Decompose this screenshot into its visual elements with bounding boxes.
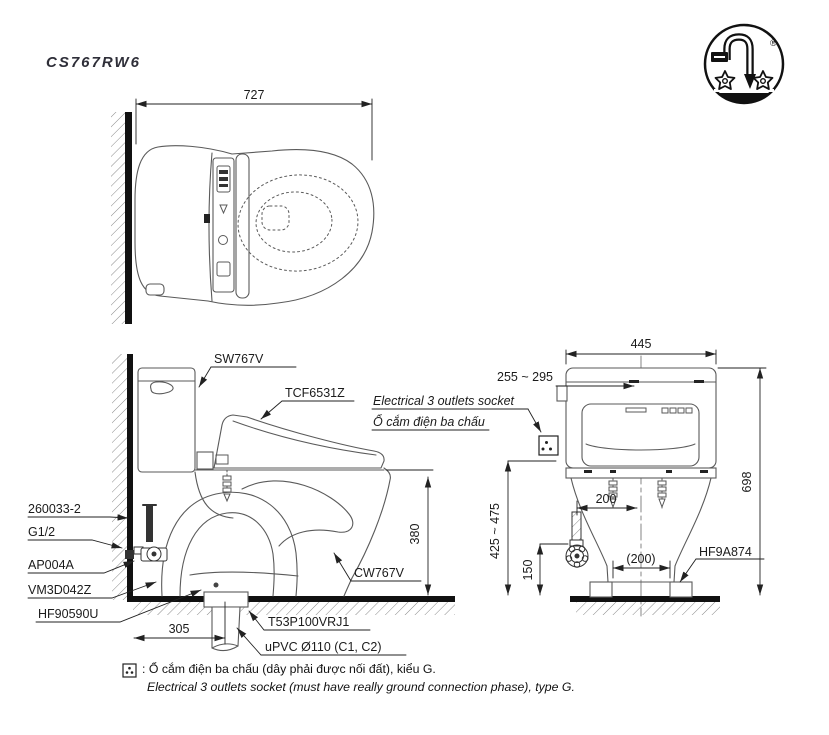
label-gasket: VM3D042Z [28,583,92,597]
dim-698-value: 698 [740,472,754,493]
dim-200-value: 200 [596,492,617,506]
top-view: 727 [111,88,375,324]
ground-line [570,596,720,602]
dim-255-295-value: 255 ~ 295 [497,370,553,384]
power-socket-icon [538,435,559,456]
foot-left [589,581,613,598]
label-washlet: TCF6531Z [285,386,345,400]
dim-380-value: 380 [408,524,422,545]
dim-305 [133,601,226,645]
valve-front [565,511,589,568]
label-tank: SW767V [214,352,264,366]
label-supply-pipe: 260033-2 [28,502,81,516]
washlet-front-panel [581,403,700,467]
front-view: 445 255 ~ 295 698 425 ~ 475 150 200 (200… [488,337,767,617]
seat-opening-dashed [237,174,359,272]
water-drop-arrow-icon [744,74,756,89]
seat-bolts [608,477,667,511]
dim-425-475-value: 425 ~ 475 [488,503,502,559]
dim-305-value: 305 [169,622,190,636]
brand-eco-faucet-logo: ® [703,23,785,105]
wall-connection [125,550,134,559]
flush-button [150,381,174,395]
inlet-cover [556,385,568,402]
label-drain-pipe: uPVC Ø110 (C1, C2) [265,640,381,654]
tank-drawing [137,367,196,473]
foot-right [669,581,693,598]
footnote-line-vi: : Ổ cắm điện ba chấu (dây phải được nối … [142,662,436,676]
wall-hatch [111,112,125,324]
wall-hatch [112,354,127,600]
dim-727 [135,98,373,161]
flower-left-icon [714,70,736,90]
ground-hatch [576,602,720,615]
registered-mark: ® [770,38,777,48]
label-socket-en: Electrical 3 outlets socket [373,394,515,408]
faucet-icon [723,33,754,76]
label-drain-socket: T53P100VRJ1 [268,615,349,629]
logo-basin-icon [718,93,770,103]
page-title: CS767RW6 [46,54,141,71]
dim-200p-value: (200) [626,552,655,566]
supply-assembly [125,504,168,562]
supply-pipe [146,505,153,542]
fixing-bolt [222,469,232,503]
dim-380 [385,469,434,596]
label-socket-vi: Ổ cắm điện ba chấu [373,414,485,429]
footnote: : Ổ cắm điện ba chấu (dây phải được nối … [122,662,575,694]
dim-150-value: 150 [521,560,535,581]
power-socket-icon [122,663,137,678]
wall-line [127,354,133,600]
floor-hatch [133,602,455,615]
washlet-drawing [196,414,385,503]
label-bowl: CW767V [354,566,405,580]
dim-727-value: 727 [244,88,265,102]
wall-line [125,112,132,324]
label-bolt-cap-front: HF9A874 [699,545,752,559]
drain-pipe-drawing [203,591,249,652]
pedestal-front [565,467,717,598]
label-bolt-cap: HF90590U [38,607,98,621]
callout-leaders [27,366,542,656]
dim-445-value: 445 [631,337,652,351]
front-dims [504,349,767,596]
flower-right-icon [752,70,774,90]
label-stop-valve: AP004A [28,558,75,572]
logo-circle [703,23,785,105]
floor-line [127,596,455,602]
top-control-panel [204,157,235,293]
toilet-top-outline [134,145,375,306]
footnote-line-en: Electrical 3 outlets socket (must have r… [147,680,575,694]
side-view: 380 305 S [27,352,542,656]
label-thread: G1/2 [28,525,55,539]
